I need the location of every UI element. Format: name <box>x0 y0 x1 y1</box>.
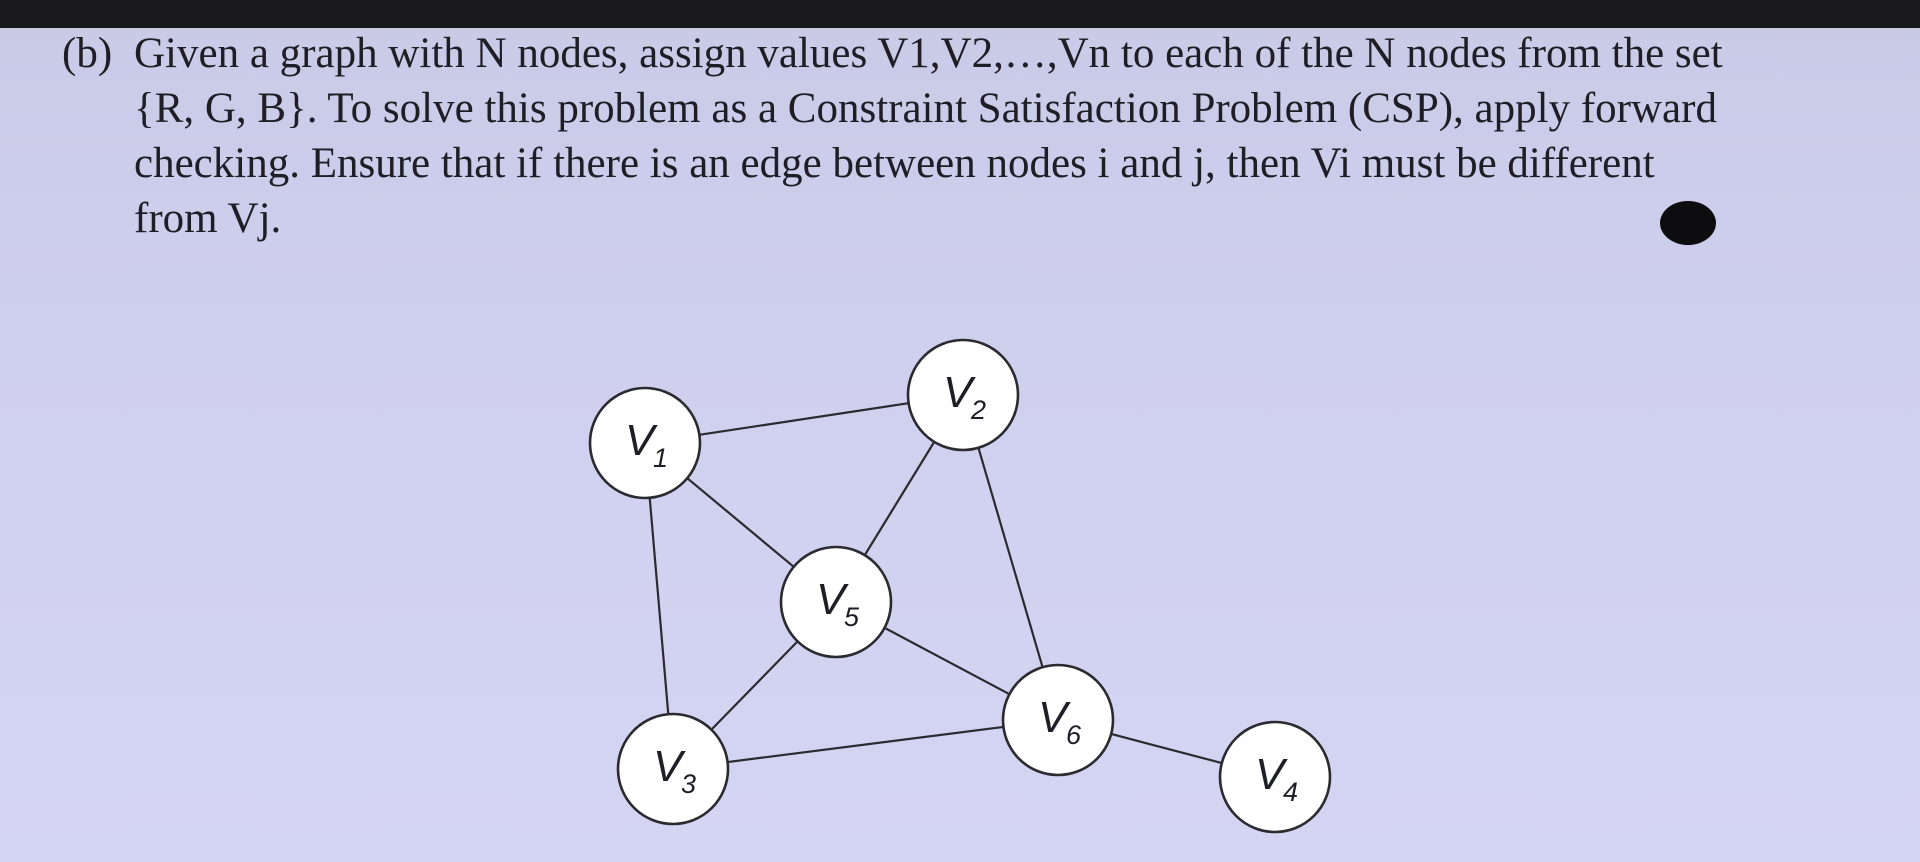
node-v1: V1 <box>588 386 702 500</box>
question-label: (b) <box>62 30 113 77</box>
node-subscript: 1 <box>653 443 668 473</box>
node-label: V <box>653 742 686 791</box>
question-block: (b) Given a graph with N nodes, assign v… <box>62 26 1892 246</box>
edge-v5-v3 <box>710 640 799 731</box>
node-v6: V6 <box>1001 663 1115 777</box>
edge-v1-v2 <box>699 402 909 436</box>
node-circle <box>1218 720 1332 834</box>
node-circle <box>906 338 1020 452</box>
ink-dot <box>1660 201 1716 245</box>
question-text: Given a graph with N nodes, assign value… <box>134 26 1892 246</box>
question-line-1: Given a graph with N nodes, assign value… <box>134 30 1723 77</box>
node-subscript: 5 <box>844 602 860 632</box>
node-circle <box>588 386 702 500</box>
node-circle <box>779 545 893 659</box>
node-label: V <box>1038 693 1071 742</box>
node-subscript: 4 <box>1283 777 1298 807</box>
node-circle <box>616 712 730 826</box>
node-subscript: 2 <box>970 395 986 425</box>
edge-v2-v6 <box>977 447 1044 668</box>
node-label: V <box>625 416 658 465</box>
node-subscript: 3 <box>681 769 696 799</box>
node-v5: V5 <box>779 545 893 659</box>
edge-v6-v4 <box>1110 732 1223 765</box>
node-label: V <box>1255 750 1288 799</box>
node-circle <box>1001 663 1115 777</box>
node-v3: V3 <box>616 712 730 826</box>
question-line-4: from Vj. <box>134 195 282 242</box>
node-v2: V2 <box>906 338 1020 452</box>
edge-v5-v6 <box>884 626 1010 696</box>
graph-edges <box>648 402 1223 765</box>
node-label: V <box>943 368 976 417</box>
edge-v1-v3 <box>648 497 670 715</box>
question-line-3: checking. Ensure that if there is an edg… <box>134 140 1655 187</box>
question-line-2: {R, G, B}. To solve this problem as a Co… <box>134 85 1717 132</box>
top-dark-border <box>0 0 1920 28</box>
node-v4: V4 <box>1218 720 1332 834</box>
node-label: V <box>816 575 849 624</box>
edge-v3-v6 <box>727 725 1004 764</box>
node-subscript: 6 <box>1066 720 1082 750</box>
edge-v2-v5 <box>863 441 936 556</box>
edge-v1-v5 <box>686 477 795 568</box>
